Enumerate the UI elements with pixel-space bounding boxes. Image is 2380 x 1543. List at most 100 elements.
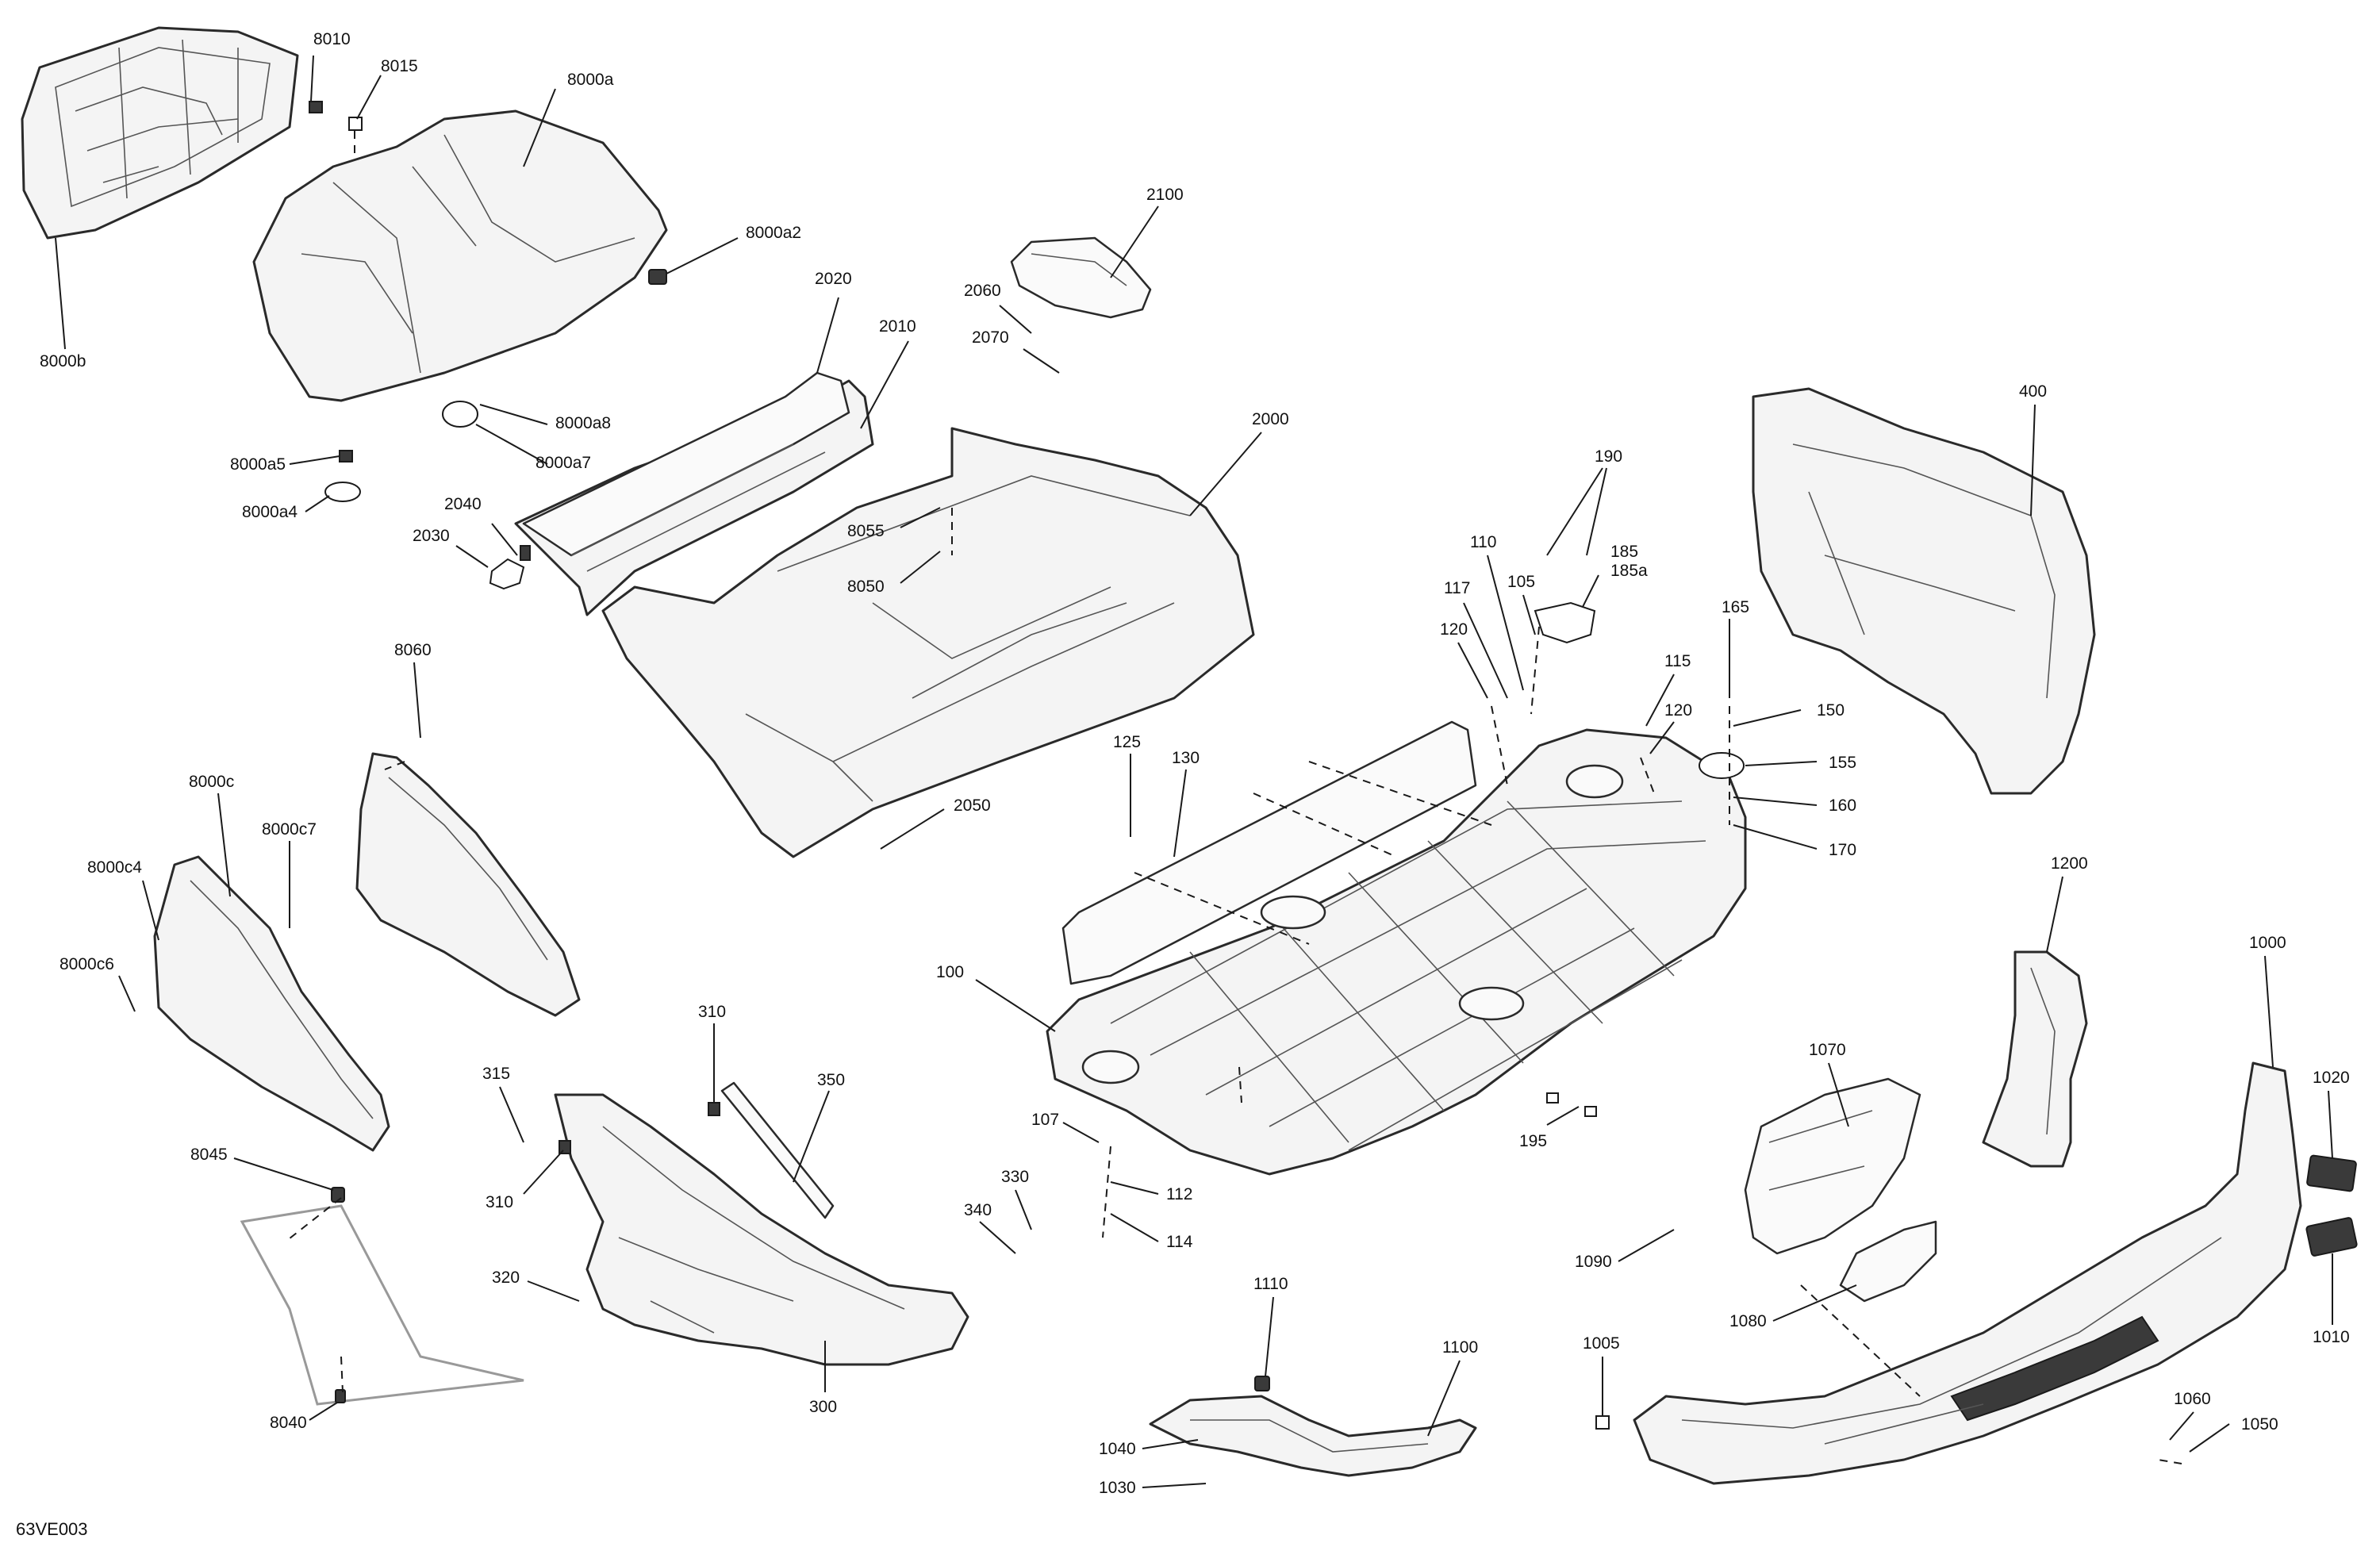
callout-1110: 1110 bbox=[1253, 1275, 1288, 1293]
leader-lines bbox=[55, 55, 2333, 1488]
part-310-clip-b bbox=[559, 1140, 571, 1154]
callout-8000c4: 8000c4 bbox=[87, 858, 142, 877]
callout-8000b: 8000b bbox=[40, 352, 86, 370]
part-8000b-rear-panel bbox=[21, 26, 299, 240]
part-2100-bracket bbox=[1010, 236, 1152, 319]
callout-350: 350 bbox=[817, 1071, 845, 1089]
part-300-lower-side-panel bbox=[554, 1093, 969, 1366]
part-1100-lower-skid bbox=[1149, 1395, 1477, 1477]
part-side-window bbox=[240, 1204, 524, 1406]
callout-8055: 8055 bbox=[847, 522, 885, 540]
callout-8050: 8050 bbox=[847, 578, 885, 596]
callout-2040: 2040 bbox=[444, 495, 482, 513]
callout-8040: 8040 bbox=[270, 1414, 307, 1432]
callout-190: 190 bbox=[1595, 447, 1622, 466]
part-8010-clip bbox=[309, 101, 323, 113]
callout-112: 112 bbox=[1166, 1185, 1192, 1203]
part-1005-clip bbox=[1595, 1415, 1610, 1430]
callout-315: 315 bbox=[482, 1065, 510, 1083]
callout-labels: 8010 8015 8000a 8000a2 8000b 8000a8 8000… bbox=[16, 30, 2350, 1539]
callout-310-upper: 310 bbox=[698, 1003, 726, 1021]
callout-8000a5: 8000a5 bbox=[230, 455, 286, 474]
callout-1030: 1030 bbox=[1099, 1479, 1136, 1497]
callout-8010: 8010 bbox=[313, 30, 351, 48]
callout-1070: 1070 bbox=[1809, 1041, 1846, 1059]
callout-165: 165 bbox=[1722, 598, 1749, 616]
callout-1080: 1080 bbox=[1729, 1312, 1767, 1330]
callout-150: 150 bbox=[1817, 701, 1844, 720]
callout-1040: 1040 bbox=[1099, 1440, 1136, 1458]
part-155-ring bbox=[1699, 752, 1745, 779]
callout-195: 195 bbox=[1519, 1132, 1547, 1150]
callout-1000: 1000 bbox=[2249, 934, 2286, 952]
callout-185: 185 bbox=[1610, 543, 1638, 561]
part-8000a7-plug bbox=[442, 401, 478, 428]
callout-8000c7: 8000c7 bbox=[262, 820, 317, 839]
callout-120-upper: 120 bbox=[1440, 620, 1468, 639]
part-8000a4-plug bbox=[324, 482, 361, 502]
callout-8045: 8045 bbox=[190, 1146, 228, 1164]
callout-2100: 2100 bbox=[1146, 186, 1184, 204]
callout-1050: 1050 bbox=[2241, 1415, 2278, 1434]
part-350-strip bbox=[720, 1081, 835, 1219]
part-1020-reflector bbox=[2306, 1154, 2357, 1192]
part-1010-reflector bbox=[2305, 1217, 2358, 1257]
callout-110: 110 bbox=[1470, 533, 1496, 551]
part-8000a2-clip bbox=[648, 269, 667, 285]
part-8015-clip bbox=[348, 117, 363, 131]
part-2010-support-bar bbox=[514, 371, 874, 616]
part-1200-pillar bbox=[1982, 950, 2088, 1168]
callout-1100: 1100 bbox=[1442, 1338, 1478, 1357]
callout-300: 300 bbox=[809, 1398, 837, 1416]
part-2030-cap bbox=[489, 558, 525, 590]
callout-130: 130 bbox=[1172, 749, 1200, 767]
callout-2030: 2030 bbox=[413, 527, 450, 545]
callout-8000a2: 8000a2 bbox=[746, 224, 801, 242]
part-8000a5-clip bbox=[339, 450, 353, 463]
callout-115: 115 bbox=[1664, 652, 1691, 670]
part-8000c-side-panel-a bbox=[153, 855, 390, 1152]
part-400-side-panel bbox=[1752, 387, 2096, 795]
part-1000-front-fascia bbox=[1633, 1061, 2302, 1485]
callout-100: 100 bbox=[936, 963, 964, 981]
callout-1090: 1090 bbox=[1575, 1253, 1612, 1271]
callout-330: 330 bbox=[1001, 1168, 1029, 1186]
part-1080-scoop bbox=[1839, 1220, 1937, 1303]
part-8000a-upper-cover bbox=[252, 109, 668, 402]
callout-8000c6: 8000c6 bbox=[60, 955, 114, 973]
part-1070-bracket bbox=[1744, 1077, 1921, 1255]
callout-320: 320 bbox=[492, 1269, 520, 1287]
callout-170: 170 bbox=[1829, 841, 1856, 859]
part-2000-console bbox=[601, 427, 1255, 858]
callout-310-lower: 310 bbox=[486, 1193, 513, 1211]
callout-2050: 2050 bbox=[954, 796, 991, 815]
part-8040-clip bbox=[335, 1389, 346, 1403]
part-195-clip-b bbox=[1584, 1106, 1597, 1117]
callout-155: 155 bbox=[1829, 754, 1856, 772]
callout-117: 117 bbox=[1444, 579, 1470, 597]
callout-114: 114 bbox=[1166, 1233, 1193, 1251]
callout-1060: 1060 bbox=[2174, 1390, 2211, 1408]
callout-125: 125 bbox=[1113, 733, 1141, 751]
callout-2070: 2070 bbox=[972, 328, 1009, 347]
part-1110-clip bbox=[1254, 1376, 1270, 1391]
diagram-reference-code: 63VE003 bbox=[16, 1519, 88, 1539]
callout-340: 340 bbox=[964, 1201, 992, 1219]
callout-2020: 2020 bbox=[815, 270, 852, 288]
part-100-floor-pan bbox=[1046, 720, 1747, 1176]
callout-107: 107 bbox=[1031, 1111, 1059, 1129]
callout-120-lower: 120 bbox=[1664, 701, 1692, 720]
callout-1200: 1200 bbox=[2051, 854, 2088, 873]
part-195-clip-a bbox=[1546, 1092, 1559, 1104]
callout-8000a4: 8000a4 bbox=[242, 503, 298, 521]
callout-400: 400 bbox=[2019, 382, 2047, 401]
part-8060-side-panel-b bbox=[355, 752, 581, 1017]
callout-2000: 2000 bbox=[1252, 410, 1289, 428]
callout-8000a: 8000a bbox=[567, 71, 614, 89]
part-185-handle bbox=[1534, 601, 1596, 644]
callout-8000a7: 8000a7 bbox=[536, 454, 591, 472]
callout-8000c: 8000c bbox=[189, 773, 234, 791]
callout-2010: 2010 bbox=[879, 317, 916, 336]
part-2040-clip bbox=[520, 545, 531, 561]
